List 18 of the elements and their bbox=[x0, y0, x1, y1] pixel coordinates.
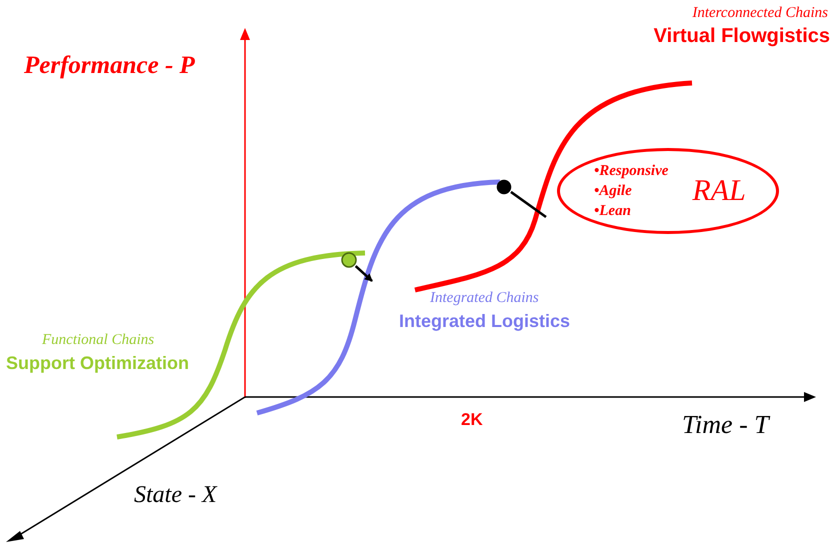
stage-title: Integrated Logistics bbox=[399, 310, 570, 332]
chain-label: Interconnected Chains bbox=[692, 4, 828, 23]
stage-title: Virtual Flowgistics bbox=[654, 24, 830, 49]
axis-label: Performance - P bbox=[24, 51, 195, 81]
axis-label: State - X bbox=[134, 481, 217, 510]
connector-line bbox=[510, 190, 547, 218]
bullet-item: •Responsive bbox=[594, 162, 668, 181]
chain-label: Functional Chains bbox=[42, 331, 154, 350]
acronym-label: RAL bbox=[692, 174, 746, 208]
axis-marker-label: 2K bbox=[461, 409, 483, 430]
arrow bbox=[354, 265, 373, 282]
growth-curve bbox=[414, 80, 692, 292]
chain-label: Integrated Chains bbox=[430, 289, 539, 308]
ellipse bbox=[557, 148, 779, 234]
stage-title: Support Optimization bbox=[6, 352, 189, 374]
bullet-item: •Agile bbox=[594, 182, 632, 201]
axis-label: Time - T bbox=[682, 409, 769, 441]
bullet-item: •Lean bbox=[594, 202, 631, 221]
